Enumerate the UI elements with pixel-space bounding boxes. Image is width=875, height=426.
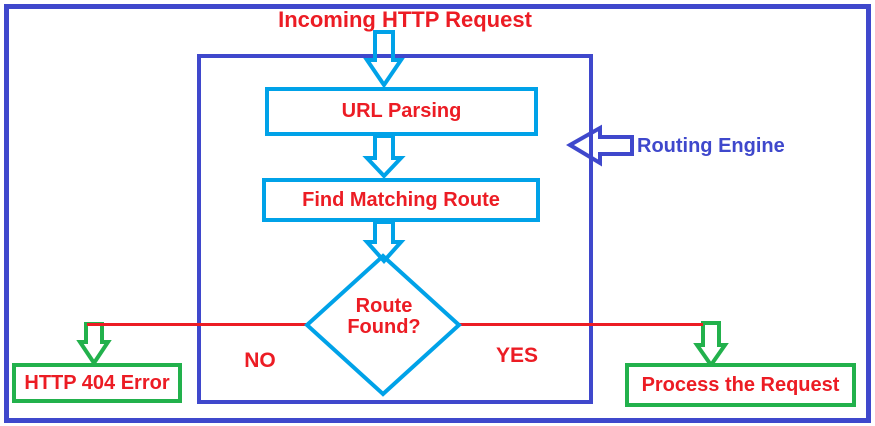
routing-engine-pointer-icon	[566, 124, 634, 167]
route-found-line1: Route	[355, 295, 413, 317]
arrow-find-to-decision-icon	[362, 220, 406, 264]
node-http-404-error-label: HTTP 404 Error	[24, 371, 170, 394]
node-find-matching-route-label: Find Matching Route	[302, 188, 500, 211]
outer-border	[4, 4, 871, 423]
routing-engine-label: Routing Engine	[637, 135, 785, 157]
node-find-matching-route: Find Matching Route	[262, 178, 540, 222]
node-url-parsing-label: URL Parsing	[341, 100, 462, 122]
node-route-found-label: Route Found?	[314, 296, 454, 338]
diagram-title: Incoming HTTP Request	[278, 7, 532, 32]
branch-label-yes: YES	[495, 344, 539, 367]
branch-label-no: NO	[244, 349, 276, 372]
arrow-url-to-find-icon	[362, 134, 406, 179]
decision-diamond	[304, 253, 462, 397]
node-process-the-request: Process the Request	[625, 363, 856, 407]
arrow-down-404-icon	[76, 322, 112, 367]
node-process-the-request-label: Process the Request	[641, 373, 840, 396]
node-http-404-error: HTTP 404 Error	[12, 363, 182, 403]
arrow-incoming-request-icon	[363, 30, 405, 89]
arrow-down-process-icon	[693, 321, 729, 369]
route-found-line2: Found?	[347, 316, 421, 338]
node-url-parsing: URL Parsing	[265, 87, 538, 136]
